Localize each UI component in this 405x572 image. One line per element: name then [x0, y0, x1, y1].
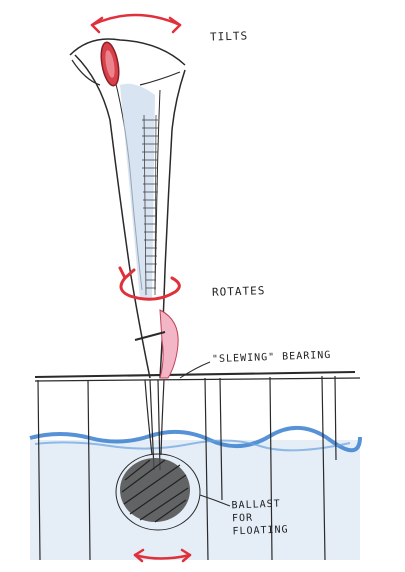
ballast-label-line2: FOR FLOATING [232, 510, 313, 539]
deck-top-line [35, 372, 355, 377]
head-bottom [72, 60, 180, 85]
slewing-leader [180, 362, 210, 378]
slewing-bearing-figure [160, 310, 178, 378]
deck-bottom-line [35, 378, 360, 381]
tilts-label: TILTS [210, 29, 249, 43]
bearing-handle [135, 332, 165, 340]
ballast-label: BALLAST FOR FLOATING [231, 497, 312, 539]
top-tilt-arrow-icon [92, 15, 180, 32]
rotates-label: ROTATES [212, 284, 266, 299]
head-top [70, 39, 185, 65]
